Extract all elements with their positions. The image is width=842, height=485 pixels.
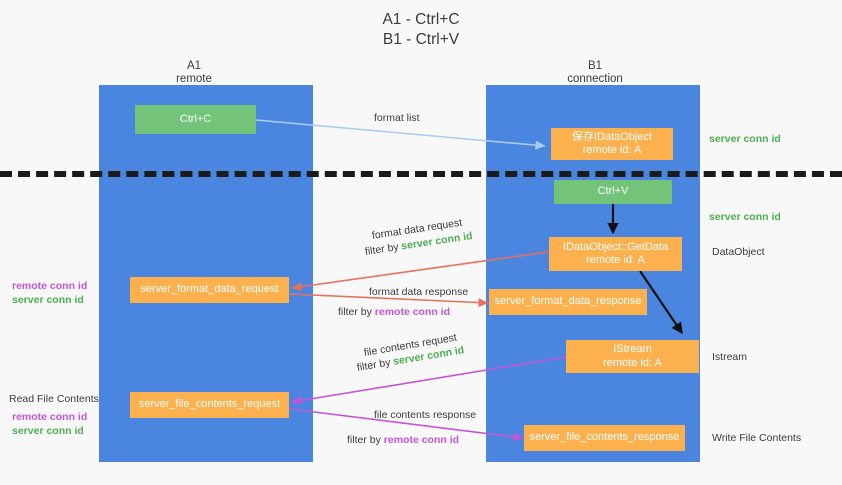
node-server-format-data-response[interactable]: server_format_data_response (489, 289, 647, 315)
filter-prefix: filter by (364, 240, 403, 258)
node-getdata-line-1: IDataObject::GetData (562, 240, 669, 253)
node-server-file-contents-request[interactable]: server_file_contents_request (130, 392, 289, 418)
node-ctrl-v-label: Ctrl+V (597, 185, 629, 198)
edge-label-format-data-response: format data response (369, 286, 469, 298)
lane-header-a1-top: A1 (186, 60, 202, 72)
token-remote-conn-id: remote conn id (374, 306, 451, 318)
lane-header-b1-bottom: connection (567, 73, 623, 85)
lane-header-a1-bottom: remote (176, 73, 212, 85)
node-save-idataobject-line-1: 保存IDataObject (571, 130, 653, 143)
left-label-conn-ids-1: remote conn id server conn id (12, 279, 87, 307)
filter-prefix: filter by (356, 356, 395, 374)
node-server-file-contents-request-label: server_file_contents_request (138, 398, 281, 411)
node-server-format-data-request-label: server_format_data_request (140, 283, 279, 296)
node-ctrl-v[interactable]: Ctrl+V (554, 180, 672, 204)
lane-header-a1: A1 remote (139, 60, 249, 86)
right-label-server-conn-id-1: server conn id (709, 133, 781, 145)
node-ctrl-c[interactable]: Ctrl+C (135, 105, 256, 134)
node-server-file-contents-response[interactable]: server_file_contents_response (524, 425, 685, 451)
edge-label-format-list: format list (374, 112, 420, 124)
lane-header-b1: B1 connection (540, 60, 650, 86)
node-istream-line-2: remote id: A (603, 356, 662, 369)
node-istream[interactable]: IStream remote id: A (566, 340, 699, 373)
edge-label-file-contents-response: file contents response (374, 409, 477, 421)
edge-label-file-contents-response-filter: filter by remote conn id (347, 433, 459, 447)
lane-header-b1-top: B1 (587, 60, 603, 72)
token-remote-conn-id: remote conn id (383, 434, 460, 446)
right-label-write-file-contents: Write File Contents (712, 432, 802, 444)
node-idataobject-getdata[interactable]: IDataObject::GetData remote id: A (549, 237, 682, 271)
node-getdata-line-2: remote id: A (586, 254, 645, 266)
node-ctrl-c-label: Ctrl+C (179, 112, 212, 125)
left-server-conn-id-2: server conn id (12, 425, 84, 437)
filter-prefix: filter by (338, 306, 375, 318)
page-title-line-2: B1 - Ctrl+V (382, 31, 460, 48)
left-server-conn-id-1: server conn id (12, 294, 84, 306)
node-save-idataobject[interactable]: 保存IDataObject remote id: A (551, 128, 673, 160)
phase-divider (0, 171, 842, 177)
left-label-conn-ids-2: remote conn id server conn id (12, 410, 87, 438)
page-title: A1 - Ctrl+C B1 - Ctrl+V (281, 10, 561, 50)
node-server-format-data-response-label: server_format_data_response (494, 295, 642, 308)
node-save-idataobject-line-2: remote id: A (582, 144, 642, 156)
node-server-format-data-request[interactable]: server_format_data_request (130, 277, 289, 303)
right-label-istream: Istream (712, 351, 748, 363)
filter-prefix: filter by (347, 434, 384, 446)
left-remote-conn-id-1: remote conn id (12, 280, 88, 292)
left-label-read-file-contents: Read File Contents (9, 393, 99, 405)
page-title-line-1: A1 - Ctrl+C (382, 11, 460, 28)
right-label-dataobject: DataObject (712, 246, 765, 258)
edge-label-format-data-response-filter: filter by remote conn id (338, 305, 450, 319)
left-remote-conn-id-2: remote conn id (12, 411, 88, 423)
node-server-file-contents-response-label: server_file_contents_response (529, 431, 680, 444)
right-label-server-conn-id-2: server conn id (709, 211, 781, 223)
node-istream-line-1: IStream (613, 343, 652, 355)
